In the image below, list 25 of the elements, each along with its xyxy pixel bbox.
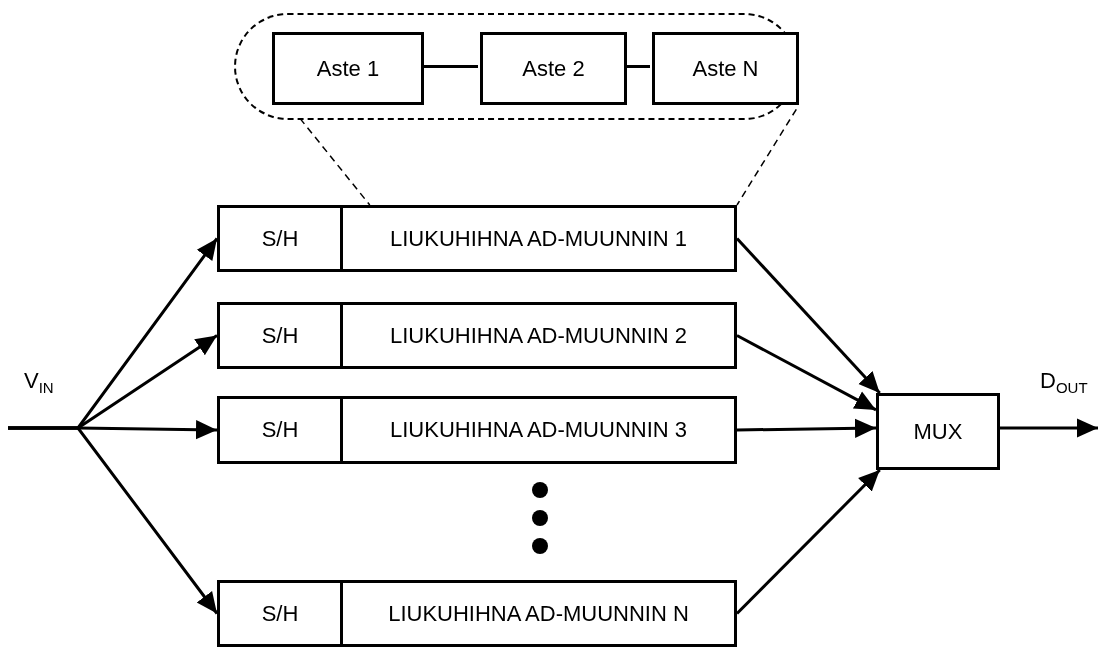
sample-hold-box: S/H: [217, 302, 343, 369]
arrow: [735, 468, 881, 615]
arrow: [735, 237, 881, 394]
adc-box: LIUKUHIHNA AD-MUUNNIN 1: [340, 205, 737, 272]
stage-box: Aste N: [652, 32, 799, 105]
adc-box: LIUKUHIHNA AD-MUUNNIN 2: [340, 302, 737, 369]
arrow: [1000, 418, 1098, 438]
signal-label: D$_{OUT}$: [1040, 368, 1088, 397]
connector-line: [422, 65, 478, 68]
sample-hold-box: S/H: [217, 396, 343, 464]
zoom-guide-line: [299, 117, 371, 206]
dashed-zoom-outline: [234, 13, 798, 120]
adc-box: LIUKUHIHNA AD-MUUNNIN N: [340, 580, 737, 647]
arrow: [8, 426, 219, 615]
multiplexer-box: MUX: [876, 393, 1000, 470]
adc-box: LIUKUHIHNA AD-MUUNNIN 3: [340, 396, 737, 464]
zoom-guide-line: [736, 108, 798, 206]
arrow: [736, 418, 877, 438]
stage-box: Aste 1: [272, 32, 424, 105]
sample-hold-box: S/H: [217, 205, 343, 272]
connector-line: [625, 65, 650, 68]
signal-label: V$_{IN}$: [24, 368, 54, 397]
stage-box: Aste 2: [480, 32, 627, 105]
sample-hold-box: S/H: [217, 580, 343, 647]
arrow: [736, 334, 877, 412]
